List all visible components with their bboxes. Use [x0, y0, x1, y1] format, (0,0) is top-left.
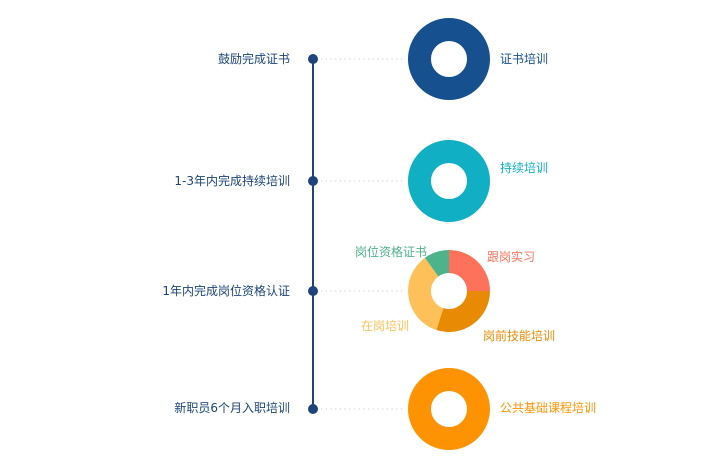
donut-ring-certificate — [408, 18, 490, 100]
stage-label-qualification: 1年内完成岗位资格认证 — [162, 284, 290, 298]
stage-label-onboarding: 新职员6个月入职培训 — [174, 401, 290, 415]
segment-label-pre-job-skills: 岗前技能培训 — [483, 329, 556, 343]
donut-segment-pre-job-skills — [436, 291, 490, 332]
timeline-node-qualification — [308, 286, 318, 296]
donut-segment-on-job-training — [407, 257, 444, 330]
donut-segment-shadowing — [449, 250, 490, 291]
timeline-node-continuous-training — [308, 176, 318, 186]
segment-label-post-certificate: 岗位资格证书 — [355, 245, 428, 259]
ring-label-certificate-training: 证书培训 — [500, 52, 549, 66]
donut-ring-onboarding — [408, 368, 490, 450]
donut-segment-post-certificate — [424, 250, 449, 277]
timeline-node-certificate — [308, 54, 318, 64]
ring-label-public-courses: 公共基础课程培训 — [500, 401, 597, 415]
timeline-node-onboarding — [308, 404, 318, 414]
segment-label-on-job-training: 在岗培训 — [361, 319, 410, 333]
ring-label-continuous-training: 持续培训 — [500, 161, 549, 175]
segment-label-shadowing: 跟岗实习 — [487, 250, 536, 264]
stage-label-certificate: 鼓励完成证书 — [217, 52, 290, 66]
stage-label-continuous-training: 1-3年内完成持续培训 — [174, 174, 290, 188]
donut-ring-continuous-training — [408, 140, 490, 222]
